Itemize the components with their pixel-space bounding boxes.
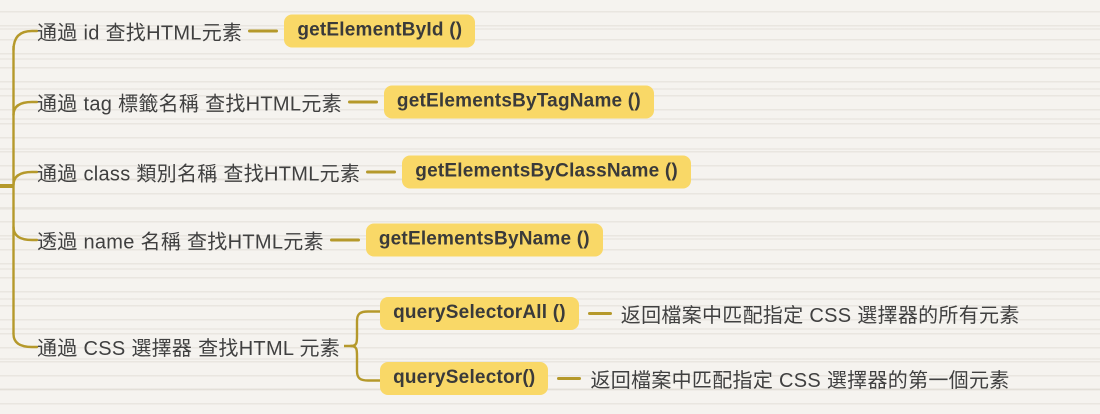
branch-connector <box>366 170 397 174</box>
method-node-queryselectorall[interactable]: querySelectorAll () <box>380 297 579 330</box>
branch-connector <box>248 29 279 33</box>
branch-label-class[interactable]: 通過 class 類別名稱 查找HTML元素 <box>37 163 361 186</box>
branch-row-tag: 通過 tag 標籤名稱 查找HTML元素 getElementsByTagNam… <box>37 85 654 119</box>
branch-label-id[interactable]: 通過 id 查找HTML元素 <box>37 22 243 45</box>
method-node-queryselector[interactable]: querySelector() <box>380 362 549 395</box>
branch-connector <box>587 312 612 315</box>
branch-row-id: 通過 id 查找HTML元素 getElementById () <box>37 14 476 48</box>
branch-label-tag[interactable]: 通過 tag 標籤名稱 查找HTML元素 <box>37 93 342 116</box>
branch-row-class: 通過 class 類別名稱 查找HTML元素 getElementsByClas… <box>37 155 691 189</box>
branch-connector <box>329 238 360 242</box>
description-queryselector[interactable]: 返回檔案中匹配指定 CSS 選擇器的第一個元素 <box>590 370 1010 392</box>
method-node-getelementsbyname[interactable]: getElementsByName () <box>365 223 603 257</box>
branch-row-name: 透過 name 名稱 查找HTML元素 getElementsByName () <box>37 223 603 257</box>
method-node-getelementsbytagname[interactable]: getElementsByTagName () <box>383 85 654 119</box>
branch-connector <box>557 377 582 380</box>
branch-row-css-selector: 通過 CSS 選擇器 查找HTML 元素 querySelectorAll ()… <box>37 290 1020 402</box>
method-node-getelementbyid[interactable]: getElementById () <box>284 14 476 48</box>
brace-connector <box>344 310 381 382</box>
branch-label-css-selector[interactable]: 通過 CSS 選擇器 查找HTML 元素 <box>37 337 341 360</box>
css-selector-children: querySelectorAll () 返回檔案中匹配指定 CSS 選擇器的所有… <box>380 297 1020 395</box>
tree-connector-lines <box>0 29 39 349</box>
branch-label-name[interactable]: 透過 name 名稱 查找HTML元素 <box>37 231 324 254</box>
method-node-getelementsbyclassname[interactable]: getElementsByClassName () <box>402 155 691 189</box>
description-queryselectorall[interactable]: 返回檔案中匹配指定 CSS 選擇器的所有元素 <box>620 305 1020 327</box>
subbranch-row-queryselectorall: querySelectorAll () 返回檔案中匹配指定 CSS 選擇器的所有… <box>380 297 1020 330</box>
branch-connector <box>347 100 378 104</box>
subbranch-row-queryselector: querySelector() 返回檔案中匹配指定 CSS 選擇器的第一個元素 <box>380 362 1020 395</box>
